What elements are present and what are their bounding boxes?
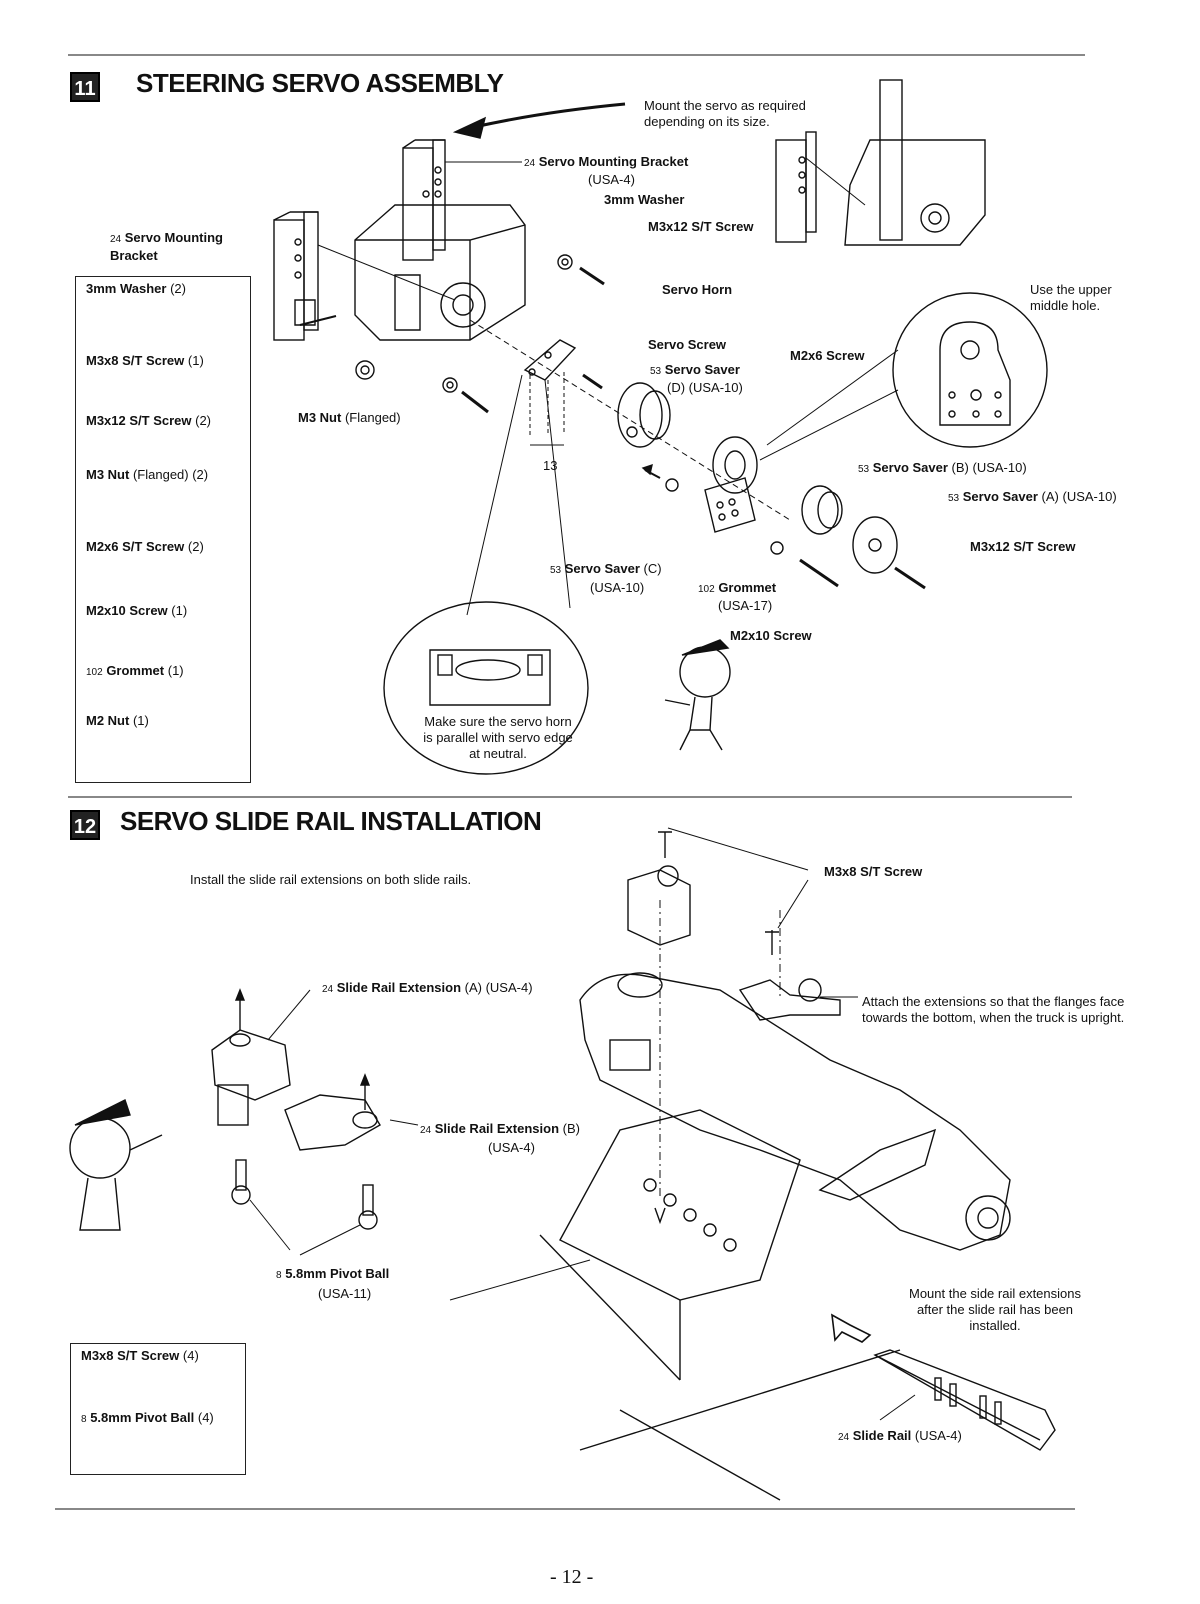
label-pivot-ball-code: (USA-11)	[318, 1286, 372, 1301]
label-m2x10-screw: M2x10 Screw	[730, 628, 812, 643]
slide-rail-extension-a	[211, 988, 291, 1126]
servo-saver-d	[617, 382, 671, 448]
parts-box-step12: M3x8 S/T Screw (4) 8 5.8mm Pivot Ball (4…	[70, 1343, 246, 1475]
servo-alt-view	[775, 79, 986, 246]
label-ext-a: 24 Slide Rail Extension (A) (USA-4)	[322, 980, 533, 995]
part-item: M2x10 Screw (1)	[86, 603, 188, 618]
servo-saver-b	[801, 485, 843, 535]
label-m3x8-screw: M3x8 S/T Screw	[824, 864, 923, 879]
step-number-12: 12	[70, 810, 100, 840]
label-servo-saver-a: 53 Servo Saver (A) (USA-10)	[948, 489, 1117, 504]
label-m3-nut: M3 Nut (Flanged)	[298, 410, 401, 425]
slide-rail-extension-b	[284, 1073, 381, 1151]
servo-body	[354, 204, 526, 341]
part-item: M3x8 S/T Screw (4)	[81, 1348, 199, 1363]
label-m3x12-screw-1: M3x12 S/T Screw	[648, 219, 754, 234]
label-attach-note: Attach the extensions so that the flange…	[862, 994, 1125, 1025]
step-title-11: STEERING SERVO ASSEMBLY	[136, 68, 504, 98]
label-servo-saver-d-code: (D) (USA-10)	[667, 380, 743, 395]
mascot-boy-top	[664, 639, 731, 751]
label-servo-saver-d: 53 Servo Saver	[650, 362, 740, 377]
servo-saver-a	[852, 516, 898, 574]
label-bracket-code: (USA-4)	[588, 172, 635, 187]
label-m3x12-screw-2: M3x12 S/T Screw	[970, 539, 1076, 554]
label-servo-saver-b: 53 Servo Saver (B) (USA-10)	[858, 460, 1027, 475]
mascot-boy-left	[69, 1099, 163, 1231]
label-servo-horn: Servo Horn	[662, 282, 733, 297]
step-title-12: SERVO SLIDE RAIL INSTALLATION	[120, 806, 542, 836]
label-grommet: 102 Grommet	[698, 580, 777, 595]
servo-horn	[523, 339, 577, 381]
part-item: M3x12 S/T Screw (2)	[86, 413, 212, 428]
label-servo-saver-c: 53 Servo Saver (C)	[550, 561, 662, 576]
label-dimension-13: 13	[543, 458, 558, 473]
servo-mounting-bracket-top	[402, 139, 446, 261]
label-servo-screw: Servo Screw	[648, 337, 727, 352]
label-servo-saver-c-code: (USA-10)	[590, 580, 645, 595]
label-servo-mounting-bracket-top: 24 Servo Mounting Bracket	[524, 154, 689, 169]
part-item: 8 5.8mm Pivot Ball (4)	[81, 1410, 214, 1425]
part-item: 3mm Washer (2)	[86, 281, 186, 296]
page-number: - 12 -	[550, 1566, 594, 1588]
label-ext-b-code: (USA-4)	[488, 1140, 535, 1155]
label-grommet-code: (USA-17)	[718, 598, 773, 613]
neutral-detail-ellipse	[383, 601, 589, 775]
part-item: M2 Nut (1)	[86, 713, 149, 728]
label-servo-mounting-bracket-left: 24 Servo Mounting Bracket	[110, 230, 223, 263]
label-mount-note: Mount the side rail extensions after the…	[909, 1286, 1081, 1333]
label-pivot-ball: 8 5.8mm Pivot Ball	[276, 1266, 390, 1281]
label-washer: 3mm Washer	[604, 192, 685, 207]
label-slide-rail: 24 Slide Rail (USA-4)	[838, 1428, 962, 1443]
servo-saver-c	[704, 436, 758, 533]
extension-on-truck-a	[627, 831, 691, 946]
label-parallel-note: Make sure the servo horn is parallel wit…	[423, 714, 573, 761]
parts-box-step11: 3mm Washer (2) M3x8 S/T Screw (1) M3x12 …	[75, 276, 251, 783]
label-ext-b: 24 Slide Rail Extension (B)	[420, 1121, 580, 1136]
part-item: M2x6 S/T Screw (2)	[86, 539, 204, 554]
servo-mounting-bracket-left	[273, 211, 319, 341]
horn-detail-circle	[892, 292, 1048, 448]
label-m2x6-screw: M2x6 Screw	[790, 348, 865, 363]
install-note: Install the slide rail extensions on bot…	[190, 872, 472, 887]
direction-arrow-icon	[452, 102, 626, 139]
pivot-ball-parts	[231, 1159, 378, 1230]
step-number-11: 11	[70, 72, 100, 102]
label-use-upper-hole: Use the upper middle hole.	[1030, 282, 1112, 313]
axle-housing	[449, 972, 1011, 1501]
part-item: M3 Nut (Flanged) (2)	[86, 467, 209, 482]
insert-arrow-icon	[831, 1313, 872, 1343]
extension-on-truck-b	[738, 930, 841, 1021]
slide-rail	[873, 1349, 1056, 1451]
part-item: M3x8 S/T Screw (1)	[86, 353, 204, 368]
part-item: 102 Grommet (1)	[86, 663, 184, 678]
mount-note: Mount the servo as required depending on…	[644, 98, 806, 129]
